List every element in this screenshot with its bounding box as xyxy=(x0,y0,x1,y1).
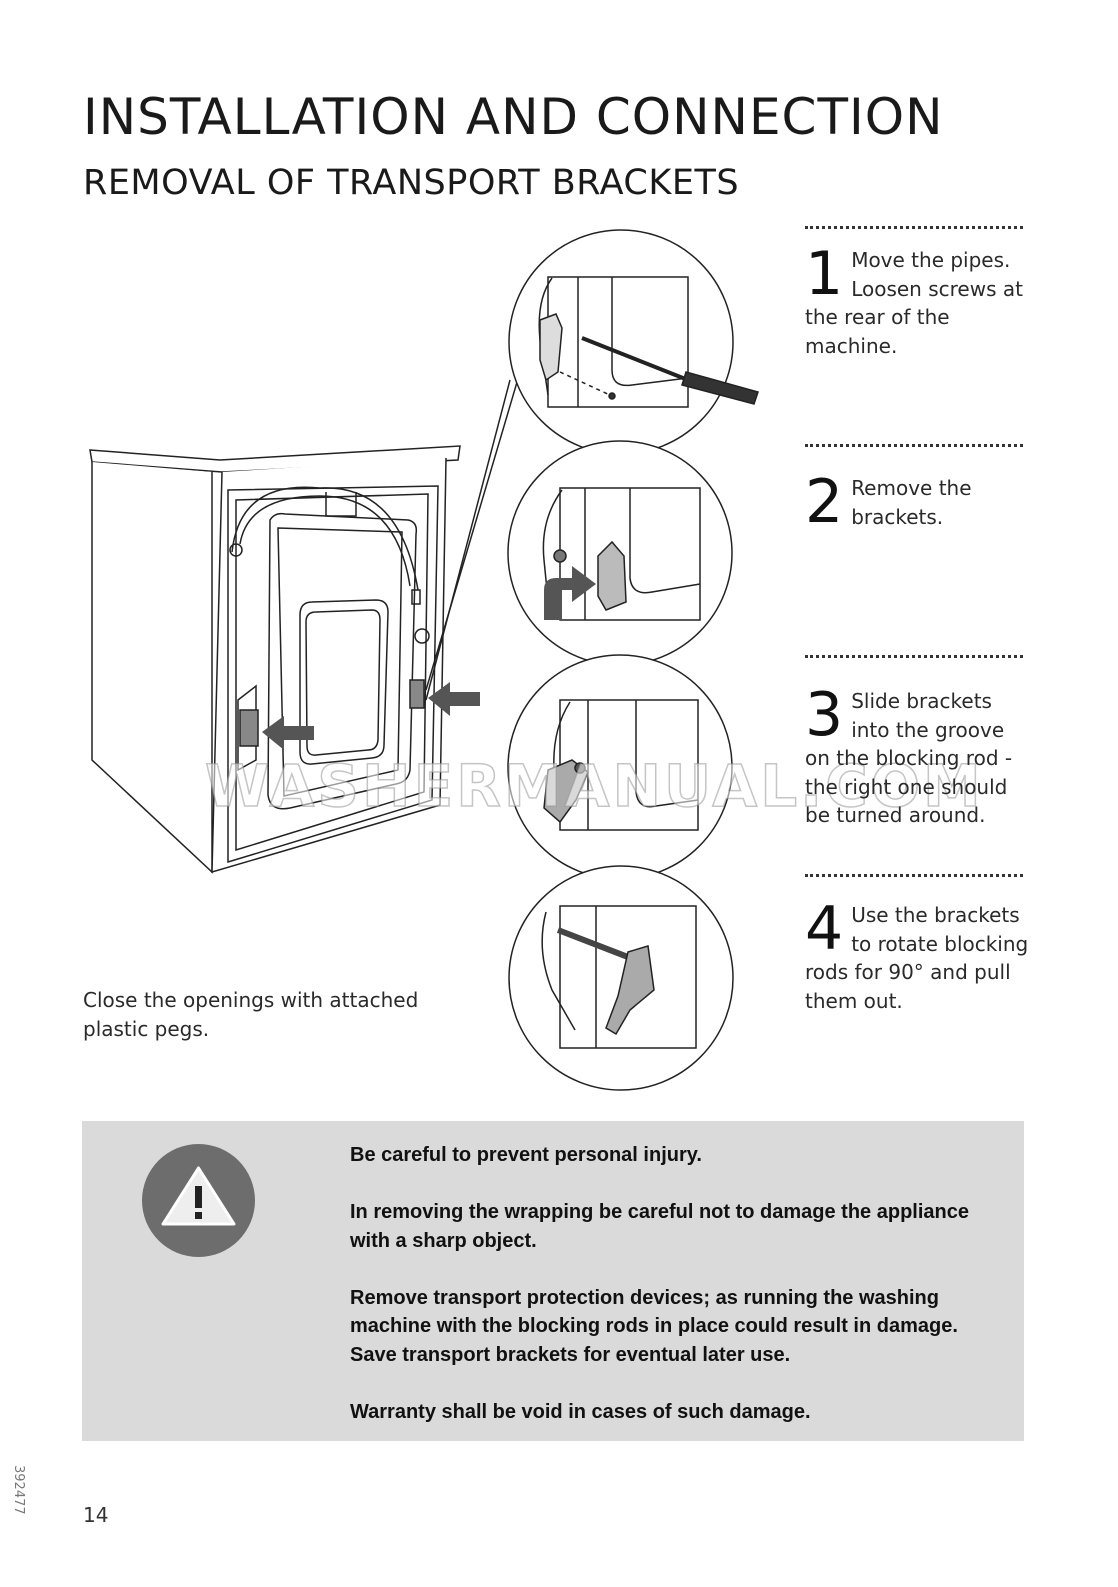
divider xyxy=(805,444,1023,447)
step2-detail xyxy=(542,487,701,621)
step1-detail xyxy=(538,276,759,408)
step-text: Slide brackets into the groove on the bl… xyxy=(805,689,1013,827)
warning-triangle-icon xyxy=(142,1144,255,1257)
warning-box: Be careful to prevent personal injury. I… xyxy=(82,1121,1024,1441)
step-4: 4 Use the brackets to rotate blocking ro… xyxy=(805,894,1030,1015)
warning-paragraph: Be careful to prevent personal injury. xyxy=(350,1144,702,1166)
section-subtitle: REMOVAL OF TRANSPORT BRACKETS xyxy=(83,163,740,203)
warning-paragraph: Remove transport protection devices; as … xyxy=(350,1286,958,1366)
step-number: 3 xyxy=(805,680,844,750)
divider xyxy=(805,874,1023,877)
page-number: 14 xyxy=(83,1503,109,1527)
step-text: Remove the brackets. xyxy=(851,476,972,529)
step-number: 4 xyxy=(805,894,844,964)
divider xyxy=(805,655,1023,658)
warning-paragraph: Warranty shall be void in cases of such … xyxy=(350,1400,811,1423)
document-number: 392477 xyxy=(11,1465,26,1515)
warning-text: Be careful to prevent personal injury. I… xyxy=(350,1141,1010,1455)
step-1: 1 Move the pipes. Loosen screws at the r… xyxy=(805,239,1030,360)
right-arrow-icon xyxy=(428,682,480,716)
curved-arrow-icon xyxy=(544,566,596,620)
step-number: 1 xyxy=(805,239,844,309)
watermark: WASHERMANUAL.COM xyxy=(204,751,984,821)
page-title: INSTALLATION AND CONNECTION xyxy=(83,88,944,146)
step4-detail xyxy=(541,905,697,1049)
step-2: 2 Remove the brackets. xyxy=(805,467,1015,537)
caption-close-openings: Close the openings with attached plastic… xyxy=(83,988,419,1041)
left-arrow-icon xyxy=(262,716,314,750)
washing-machine-rear-drawing xyxy=(89,445,461,874)
warning-paragraph: In removing the wrapping be careful not … xyxy=(350,1201,969,1252)
step4-circle xyxy=(508,865,734,1091)
step-3: 3 Slide brackets into the groove on the … xyxy=(805,680,1030,830)
step-text: Move the pipes. Loosen screws at the rea… xyxy=(805,248,1023,358)
step-text: Use the brackets to rotate blocking rods… xyxy=(805,903,1029,1013)
step-number: 2 xyxy=(805,467,844,537)
installation-illustration xyxy=(89,229,759,1091)
step3-detail xyxy=(543,699,699,831)
divider xyxy=(805,226,1023,229)
